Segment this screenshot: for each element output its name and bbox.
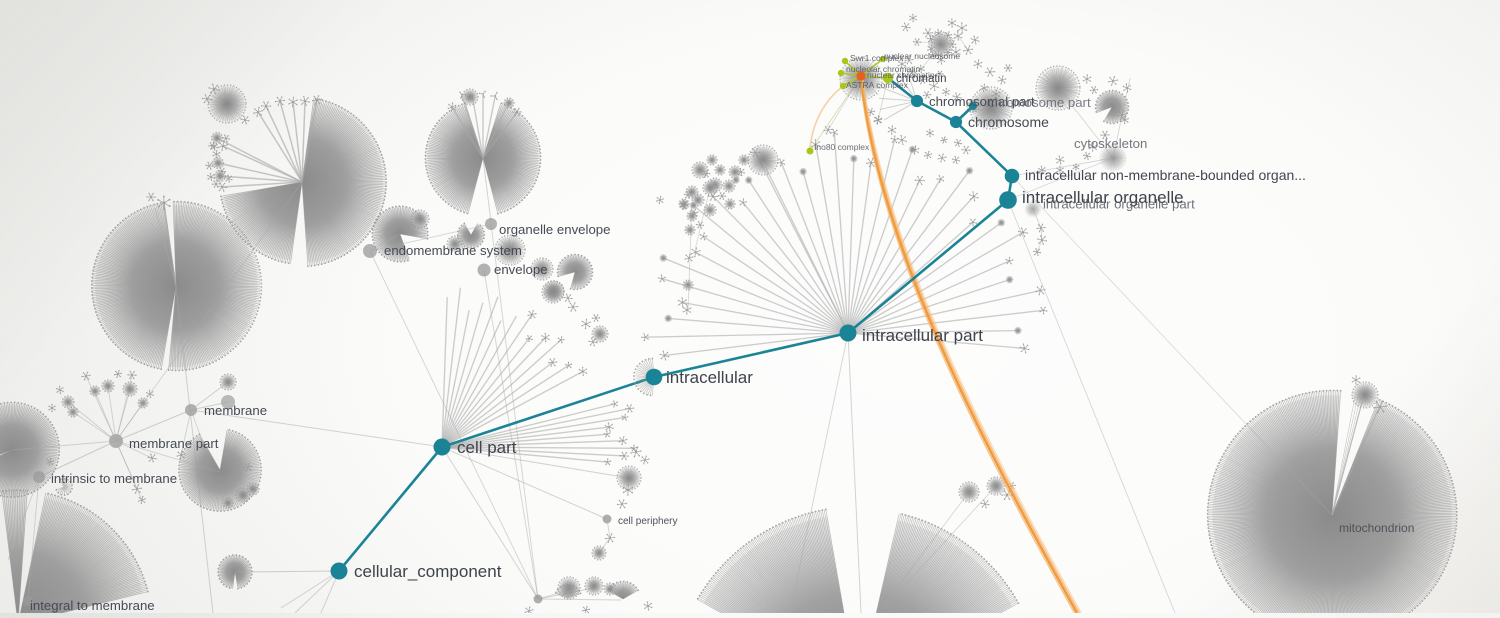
svg-text:intracellular organelle part: intracellular organelle part <box>1043 197 1195 212</box>
svg-text:intracellular non-membrane-bou: intracellular non-membrane-bounded organ… <box>1025 167 1306 183</box>
svg-text:endomembrane system: endomembrane system <box>384 243 522 258</box>
svg-text:integral to membrane: integral to membrane <box>30 598 155 613</box>
svg-text:Ino80 complex: Ino80 complex <box>814 142 870 152</box>
svg-text:nuclear nucleosome: nuclear nucleosome <box>884 51 960 61</box>
svg-text:cytoskeleton: cytoskeleton <box>1074 136 1147 151</box>
svg-text:cell part: cell part <box>457 438 517 457</box>
svg-text:organelle envelope: organelle envelope <box>499 222 610 237</box>
svg-text:cell periphery: cell periphery <box>618 516 677 527</box>
svg-text:ASTRA complex: ASTRA complex <box>846 80 909 90</box>
svg-text:membrane part: membrane part <box>129 436 219 451</box>
svg-text:membrane: membrane <box>204 403 267 418</box>
svg-text:intracellular: intracellular <box>666 368 753 387</box>
svg-text:cellular_component: cellular_component <box>354 562 502 581</box>
svg-text:chromosome: chromosome <box>968 114 1049 130</box>
svg-text:intracellular part: intracellular part <box>862 326 983 345</box>
svg-text:envelope: envelope <box>494 262 548 277</box>
svg-text:mitochondrion: mitochondrion <box>1339 521 1414 535</box>
svg-text:chromosome part: chromosome part <box>988 95 1091 110</box>
svg-text:intrinsic to membrane: intrinsic to membrane <box>51 471 177 486</box>
